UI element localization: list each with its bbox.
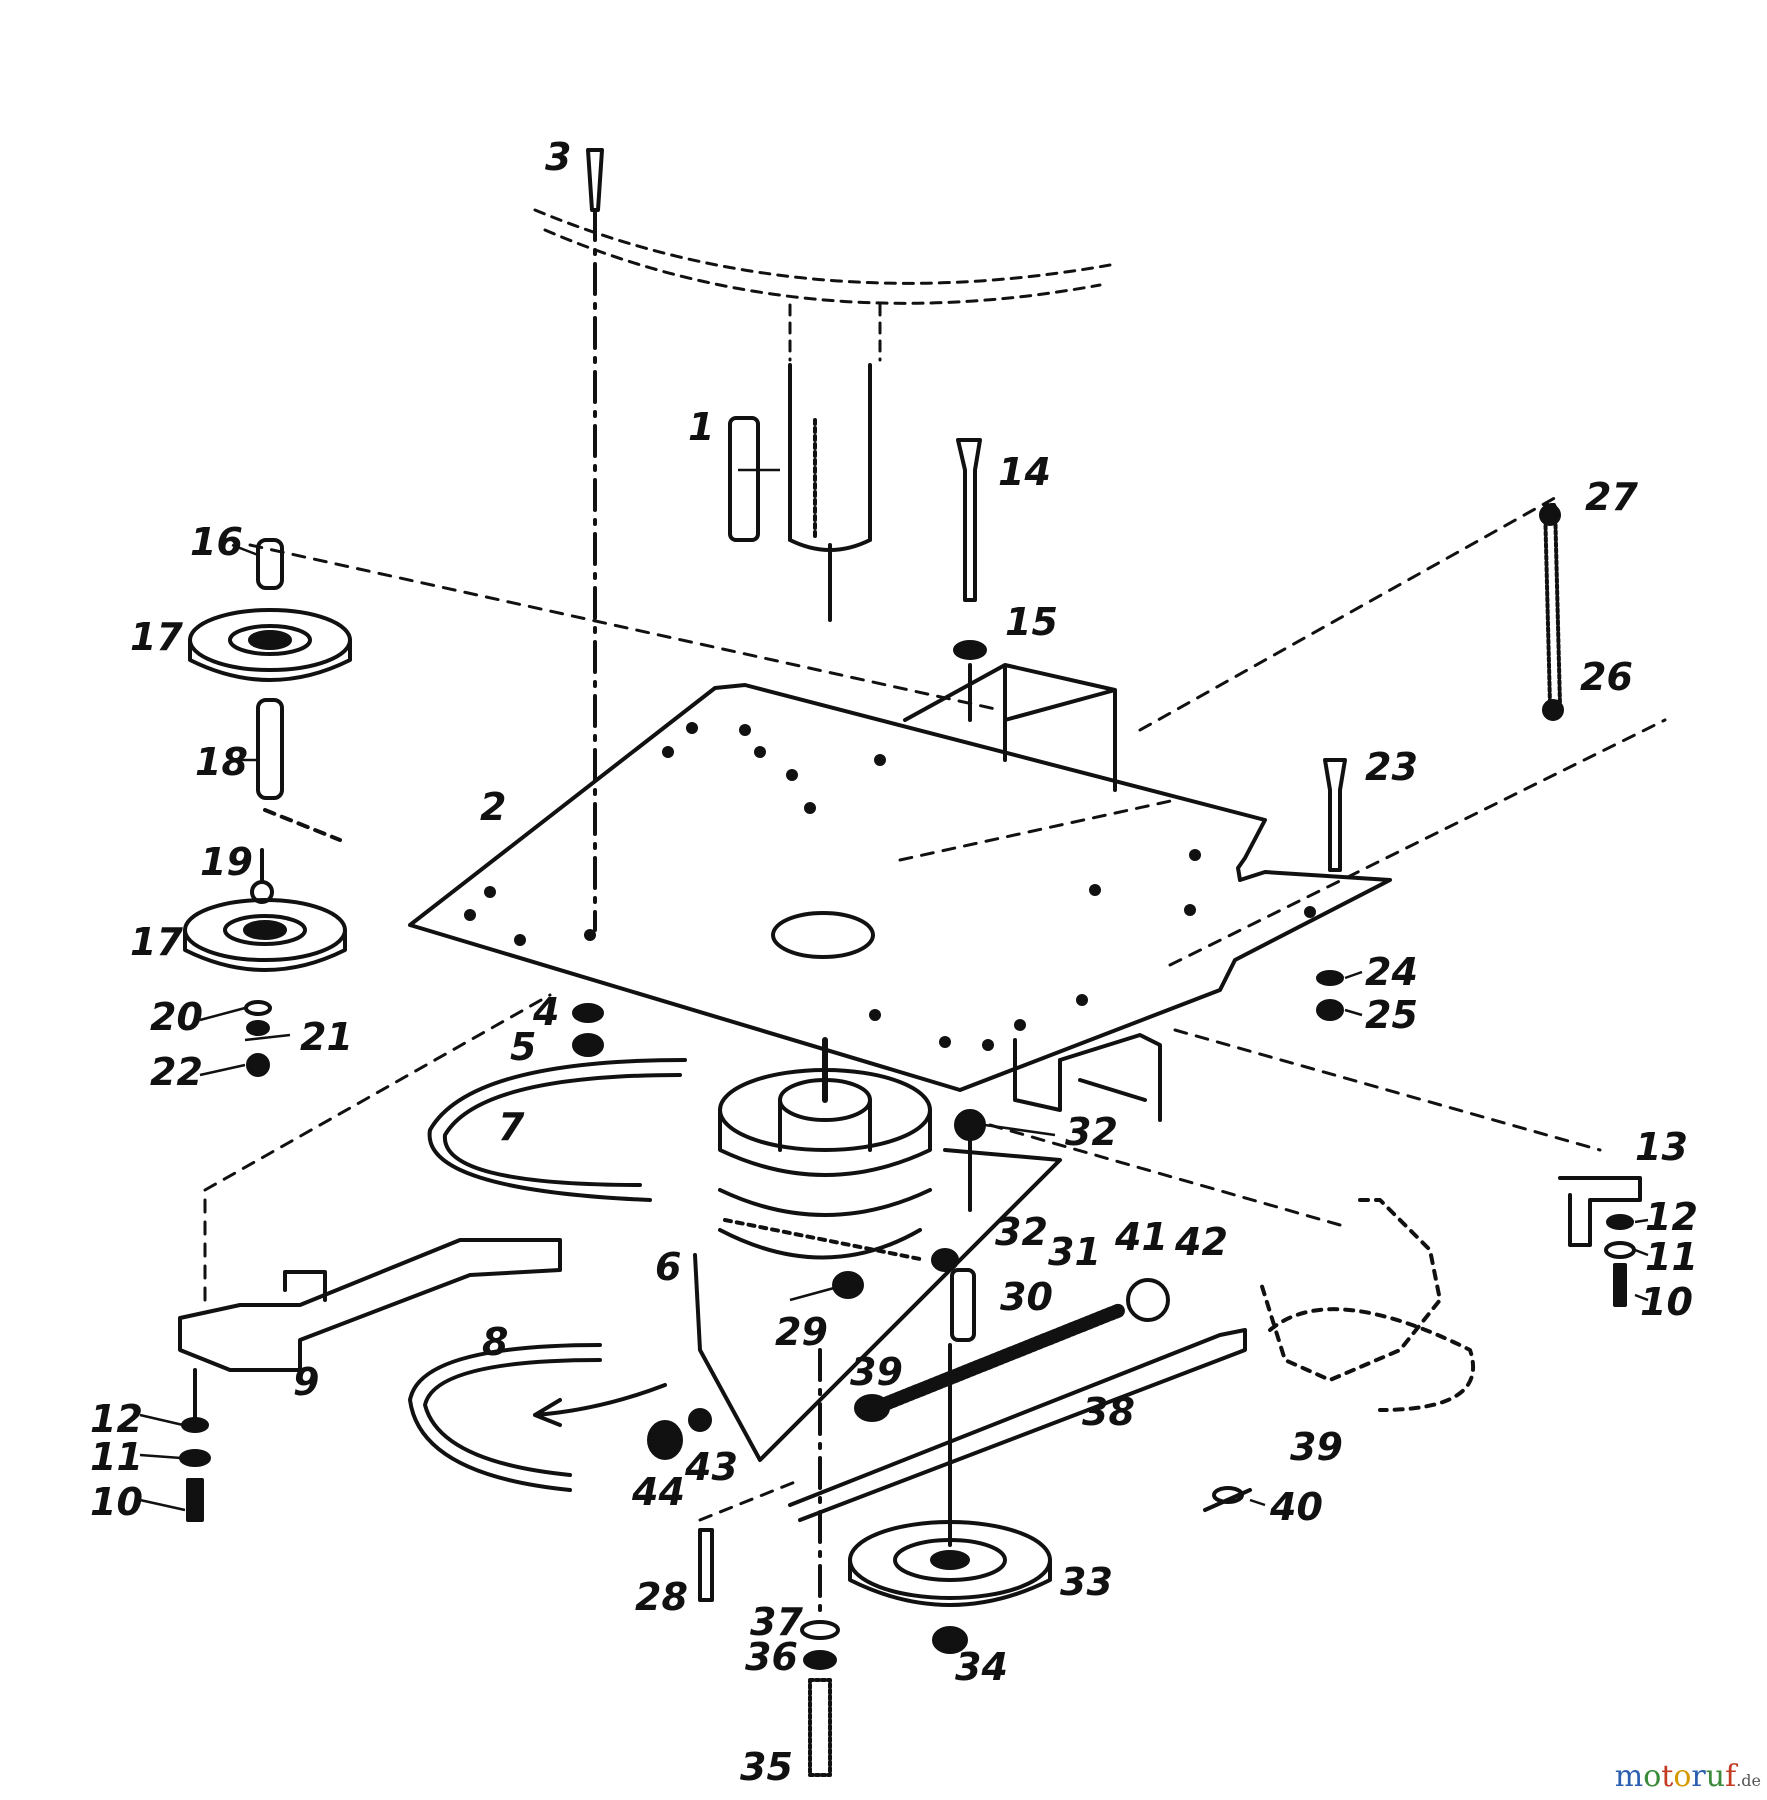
nut-4 xyxy=(572,1003,604,1023)
label-part-38: 38 xyxy=(1082,1390,1135,1434)
label-part-31: 31 xyxy=(1048,1230,1101,1274)
label-part-10-left: 10 xyxy=(90,1480,143,1524)
right-dashed-outline xyxy=(1258,1198,1476,1412)
label-part-17-lower: 17 xyxy=(130,920,183,964)
label-part-12-right: 12 xyxy=(1645,1195,1698,1239)
lower-pulley xyxy=(183,848,347,1077)
label-part-15: 15 xyxy=(1005,600,1058,644)
washer-12-right xyxy=(1606,1214,1634,1230)
label-part-36: 36 xyxy=(745,1635,798,1679)
label-part-5: 5 xyxy=(510,1025,536,1069)
label-part-39-left: 39 xyxy=(850,1350,903,1394)
bolt-3-axis xyxy=(586,148,604,932)
label-part-16: 16 xyxy=(190,520,243,564)
label-part-12-left: 12 xyxy=(90,1397,143,1441)
dashed-guide-lines xyxy=(203,493,1667,1522)
label-part-21: 21 xyxy=(300,1015,353,1059)
mounting-plate xyxy=(408,683,1392,1092)
label-part-7: 7 xyxy=(498,1105,525,1149)
label-part-41: 41 xyxy=(1114,1215,1168,1259)
label-part-1: 1 xyxy=(688,405,714,449)
bracket-13 xyxy=(1558,1176,1642,1247)
label-part-11-left: 11 xyxy=(90,1435,143,1479)
label-part-8: 8 xyxy=(482,1320,508,1364)
label-part-20: 20 xyxy=(150,995,203,1039)
label-part-30: 30 xyxy=(1000,1275,1053,1319)
engine-outline xyxy=(533,208,1112,362)
label-part-10-right: 10 xyxy=(1640,1280,1693,1324)
key-part xyxy=(728,416,760,542)
label-part-40: 40 xyxy=(1269,1485,1323,1529)
bolt-35 xyxy=(808,1678,832,1777)
label-part-33: 33 xyxy=(1060,1560,1113,1604)
label-part-32-lower: 32 xyxy=(995,1210,1048,1254)
label-part-37: 37 xyxy=(750,1600,803,1644)
plate-center-hole xyxy=(771,911,875,959)
watermark-letter: m xyxy=(1614,1759,1644,1794)
washer-11-left xyxy=(179,1449,211,1467)
label-part-25: 25 xyxy=(1365,993,1418,1037)
upright-bracket xyxy=(903,663,1117,792)
rod-26 xyxy=(1543,503,1562,707)
watermark-letter: f xyxy=(1725,1759,1737,1794)
diagram-linework xyxy=(178,148,1667,1777)
label-part-2: 2 xyxy=(480,785,506,829)
label-part-11-right: 11 xyxy=(1645,1235,1698,1279)
label-part-18: 18 xyxy=(195,740,248,784)
lever-9 xyxy=(178,1238,562,1372)
part-labels: 1 2 3 4 5 6 7 8 9 10 10 11 11 12 12 13 1… xyxy=(90,135,1698,1789)
washer-11-right xyxy=(1604,1241,1636,1259)
watermark-letter: r xyxy=(1691,1759,1706,1794)
label-part-28: 28 xyxy=(635,1575,688,1619)
rotation-arrow xyxy=(533,1383,667,1427)
idler-pulley-33 xyxy=(848,1343,1052,1654)
bolt-10-right xyxy=(1613,1263,1627,1307)
label-part-42: 42 xyxy=(1174,1220,1228,1264)
belt-7 xyxy=(427,1058,687,1202)
label-part-19: 19 xyxy=(200,840,253,884)
label-part-17-upper: 17 xyxy=(130,615,183,659)
watermark-logo: motoruf.de xyxy=(1615,1759,1761,1794)
watermark-letter: o xyxy=(1673,1759,1692,1794)
clutch-pulley xyxy=(693,1037,1062,1462)
label-part-6: 6 xyxy=(655,1245,681,1289)
bolt-23 xyxy=(1323,758,1347,872)
label-part-44: 44 xyxy=(631,1470,685,1514)
watermark-letter: u xyxy=(1705,1759,1726,1794)
leader-lines xyxy=(139,468,1649,1512)
roller-42 xyxy=(1126,1278,1170,1322)
tension-arm-38 xyxy=(788,1328,1247,1522)
label-part-22: 22 xyxy=(150,1050,203,1094)
label-part-13: 13 xyxy=(1635,1125,1688,1169)
label-part-27: 27 xyxy=(1585,475,1638,519)
label-part-32-upper: 32 xyxy=(1065,1110,1118,1154)
label-part-4: 4 xyxy=(532,990,559,1034)
label-part-39-right: 39 xyxy=(1290,1425,1343,1469)
label-part-23: 23 xyxy=(1365,745,1418,789)
nut-5 xyxy=(572,1033,604,1057)
label-part-3: 3 xyxy=(545,135,571,179)
lower-bracket xyxy=(1013,1033,1162,1122)
label-part-34: 34 xyxy=(955,1645,1008,1689)
watermark-letter: o xyxy=(1643,1759,1662,1794)
label-part-14: 14 xyxy=(998,450,1051,494)
crankshaft xyxy=(788,363,872,622)
label-part-24: 24 xyxy=(1365,950,1418,994)
upper-pulley xyxy=(188,538,352,842)
spring-41 xyxy=(863,1303,1127,1417)
label-part-35: 35 xyxy=(740,1745,793,1789)
label-part-26: 26 xyxy=(1580,655,1633,699)
bolt-10-left xyxy=(186,1478,204,1522)
label-part-9: 9 xyxy=(293,1360,319,1404)
label-part-43: 43 xyxy=(684,1445,738,1489)
belt-8 xyxy=(408,1343,602,1492)
plate-holes xyxy=(464,722,1316,1051)
watermark-tld: .de xyxy=(1736,1771,1761,1790)
bolt-14 xyxy=(956,438,982,602)
label-part-29: 29 xyxy=(775,1310,828,1354)
bolt-28 xyxy=(698,1528,714,1602)
watermark-letter: t xyxy=(1661,1759,1674,1794)
